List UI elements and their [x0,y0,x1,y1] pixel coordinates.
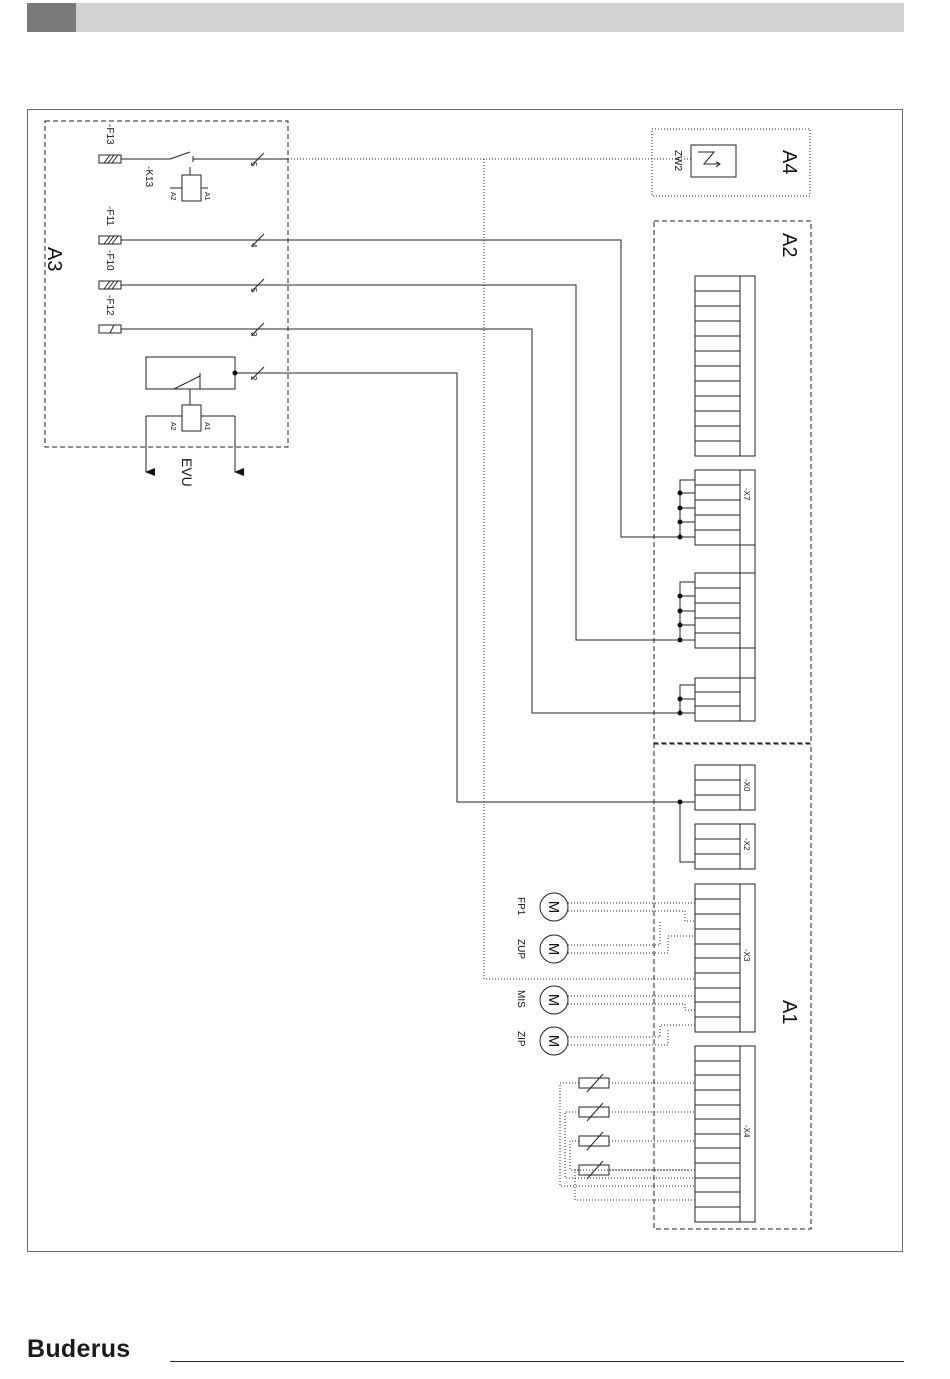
fuse-f10-label: -F10 [104,250,115,271]
x4-label: -X4 [742,1125,751,1138]
sensor-3 [579,1136,609,1146]
block-a3-label: A3 [43,247,65,271]
motor-zip-symbol: M [545,1035,562,1048]
x2-label: -X2 [742,838,751,851]
relay-k13-a2: A2 [169,192,176,201]
block-a2 [654,221,811,743]
block-a1 [654,744,811,1229]
motor-fp1-label: FP1 [515,897,526,916]
motor-fp1-symbol: M [545,901,562,914]
footer-rule [170,1361,904,1362]
motor-zup-label: ZUP [515,939,526,959]
sensor-2 [579,1107,609,1117]
motor-zip-label: ZIP [515,1031,526,1047]
evu-relay-box [146,357,235,389]
motor-zup-symbol: M [545,943,562,956]
sensor-1 [579,1078,609,1088]
evu-a1: A1 [203,422,210,431]
x3-label: -X3 [742,949,751,962]
relay-k13-label: -K13 [143,166,154,188]
a2-lower-strip [695,678,755,721]
evu-relay-coil [182,405,201,431]
wire-count-2: 4 [249,243,258,248]
x7-label: -X7 [742,488,751,501]
relay-k13-coil [182,175,201,201]
fuse-f12-label: -F12 [104,295,115,316]
fuse-f13-label: -F13 [104,124,115,145]
wire-f12 [121,329,695,713]
sensors [560,1083,695,1200]
zw2-label: ZW2 [672,150,683,172]
wire-count-5: 2 [249,376,258,381]
evu-a2: A2 [169,422,176,431]
brand-logo: Buderus [27,1335,131,1364]
x7-strip [695,470,755,545]
block-a2-label: A2 [778,233,800,257]
motor-mis-symbol: M [545,994,562,1007]
evu-label: EVU [179,458,195,487]
a2-upper-rows [695,291,740,441]
motor-mis-label: MIS [515,990,526,1008]
wire-count-4: 3 [249,332,258,337]
x0-label: -X0 [742,779,751,792]
zw2-symbol [691,145,736,177]
fuse-f11-label: -F11 [104,206,115,226]
wire-count-3: 5 [249,288,258,293]
a2-mid-strip [695,573,755,648]
wire-count-1: 5 [249,162,258,167]
relay-k13-a1: A1 [203,192,210,201]
wire-f10 [121,285,695,640]
block-a4-label: A4 [778,150,800,174]
fuse-f12 [99,325,121,333]
block-a1-label: A1 [778,1000,800,1024]
block-a3 [45,121,288,447]
